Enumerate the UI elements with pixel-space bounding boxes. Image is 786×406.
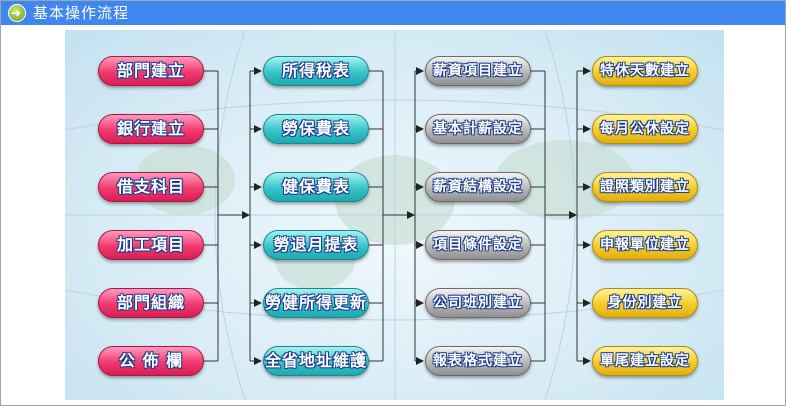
flow-button-1-2[interactable]: 健保費表 xyxy=(263,172,369,202)
flow-button-3-2[interactable]: 證照類別建立 xyxy=(592,172,698,202)
flow-button-2-2[interactable]: 薪資結構設定 xyxy=(425,172,531,202)
flow-button-0-5[interactable]: 公 佈 欄 xyxy=(98,346,204,376)
flow-button-3-4[interactable]: 身份別建立 xyxy=(592,288,698,318)
flow-button-1-1[interactable]: 勞保費表 xyxy=(263,114,369,144)
flow-diagram: 部門建立銀行建立借支科目加工項目部門組織公 佈 欄 所得稅表勞保費表健保費表勞退月… xyxy=(65,30,724,400)
flow-button-1-3[interactable]: 勞退月提表 xyxy=(263,230,369,260)
flow-button-0-0[interactable]: 部門建立 xyxy=(98,56,204,86)
flow-button-2-5[interactable]: 報表格式建立 xyxy=(425,346,531,376)
flow-button-1-4[interactable]: 勞健所得更新 xyxy=(263,288,369,318)
flow-button-3-1[interactable]: 每月公休設定 xyxy=(592,114,698,144)
flow-button-0-2[interactable]: 借支科目 xyxy=(98,172,204,202)
flow-button-0-4[interactable]: 部門組織 xyxy=(98,288,204,318)
flow-button-2-0[interactable]: 薪資項目建立 xyxy=(425,56,531,86)
flow-button-2-3[interactable]: 項目條件設定 xyxy=(425,230,531,260)
flow-button-0-3[interactable]: 加工項目 xyxy=(98,230,204,260)
title-bar: 基本操作流程 xyxy=(1,1,785,25)
flow-connectors xyxy=(204,67,591,365)
flow-button-0-1[interactable]: 銀行建立 xyxy=(98,114,204,144)
flow-button-2-1[interactable]: 基本計薪設定 xyxy=(425,114,531,144)
flow-button-3-5[interactable]: 單尾建立設定 xyxy=(592,346,698,376)
flow-button-3-3[interactable]: 申報單位建立 xyxy=(592,230,698,260)
page-title: 基本操作流程 xyxy=(33,4,130,22)
arrow-right-circle-icon xyxy=(8,1,26,25)
flow-button-3-0[interactable]: 特休天數建立 xyxy=(592,56,698,86)
flow-button-2-4[interactable]: 公司班別建立 xyxy=(425,288,531,318)
flow-button-1-0[interactable]: 所得稅表 xyxy=(263,56,369,86)
flow-button-1-5[interactable]: 全省地址維護 xyxy=(263,346,369,376)
